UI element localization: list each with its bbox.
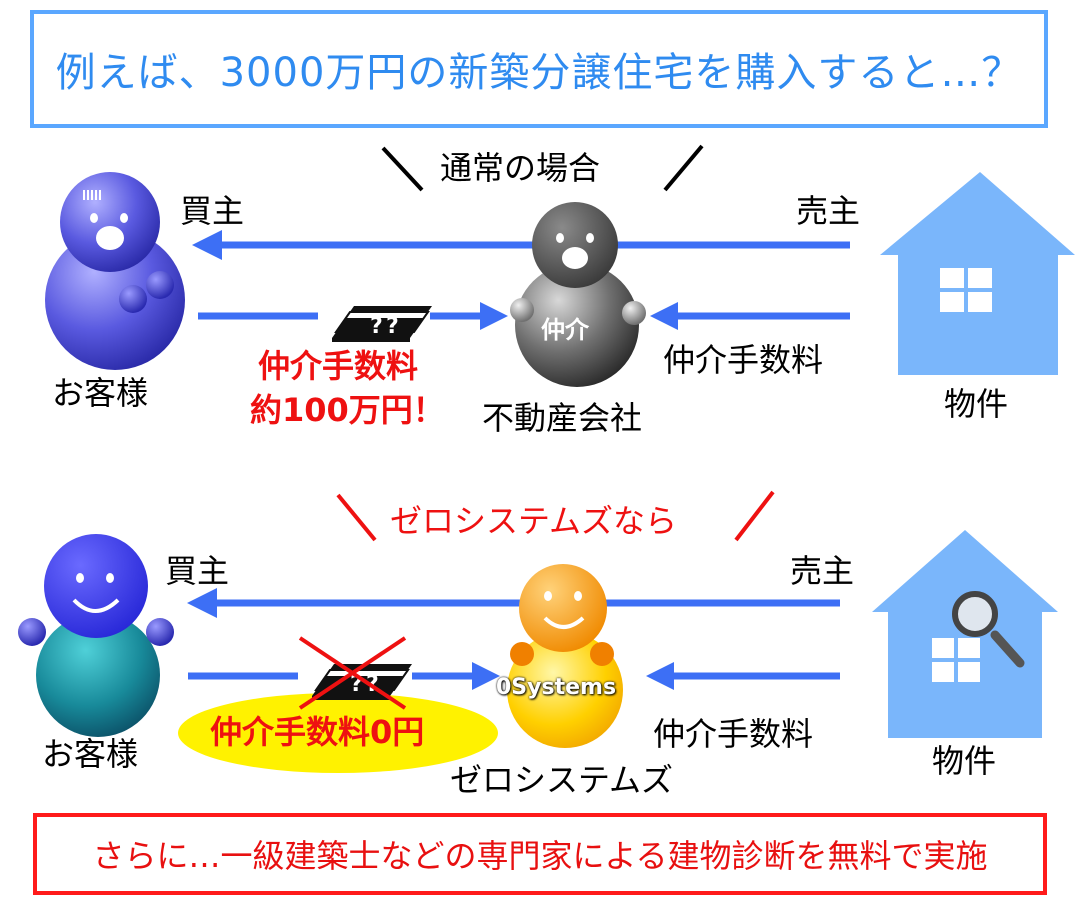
customer-figure-zero	[18, 534, 174, 737]
arrowhead-right	[480, 302, 508, 330]
customer-label: お客様	[52, 374, 149, 412]
agent-figure	[510, 202, 646, 387]
arrowhead-right	[472, 662, 500, 690]
footer-text: さらに…一級建築士などの専門家による建物診断を無料で実施	[92, 837, 988, 875]
company-figure	[507, 564, 623, 748]
company-label: ゼロシステムズ	[450, 761, 674, 799]
fee-zero-text: 仲介手数料0円	[210, 713, 425, 751]
svg-text:?: ?	[370, 314, 383, 339]
fee-label: 仲介手数料	[663, 341, 824, 379]
arrowhead-left	[187, 588, 217, 618]
fee-callout-line2: 約100万円！	[250, 391, 445, 429]
arrowhead-left	[646, 662, 674, 690]
svg-text:?: ?	[386, 314, 399, 339]
zero-title: ゼロシステムズなら	[390, 502, 678, 540]
fee-label: 仲介手数料	[653, 715, 814, 753]
customer-figure-normal	[45, 172, 185, 370]
customer-label: お客様	[42, 735, 139, 773]
title-slash-left	[381, 146, 424, 192]
cross-mark-icon	[298, 636, 407, 710]
fee-callout-line1: 仲介手数料	[258, 347, 419, 385]
cash-stack-icon: ? ?	[332, 306, 432, 342]
property-label: 物件	[944, 385, 1009, 423]
footer-box: さらに…一級建築士などの専門家による建物診断を無料で実施	[33, 813, 1047, 895]
agent-badge: 仲介	[541, 316, 589, 344]
headline-box: 例えば、3000万円の新築分譲住宅を購入すると…？	[30, 10, 1048, 128]
fee-zero-highlight	[178, 693, 498, 773]
headline-text: 例えば、3000万円の新築分譲住宅を購入すると…？	[55, 50, 1023, 96]
arrowhead-left	[650, 302, 678, 330]
buyer-label: 買主	[180, 192, 245, 230]
cash-stack-icon: ? ?	[312, 664, 412, 700]
normal-title: 通常の場合	[440, 149, 601, 187]
title-slash-left-red	[336, 493, 377, 542]
title-slash-right-red	[734, 490, 775, 542]
arrowhead-left	[192, 230, 222, 260]
title-slash-right	[663, 144, 704, 192]
buyer-label: 買主	[165, 552, 230, 590]
magnifier-icon	[952, 591, 1025, 668]
property-label: 物件	[932, 742, 997, 780]
agent-label: 不動産会社	[482, 399, 643, 437]
company-badge: 0Systems	[496, 675, 617, 700]
seller-label: 売主	[796, 192, 861, 230]
seller-label: 売主	[790, 552, 855, 590]
house-icon-normal	[880, 172, 1075, 375]
